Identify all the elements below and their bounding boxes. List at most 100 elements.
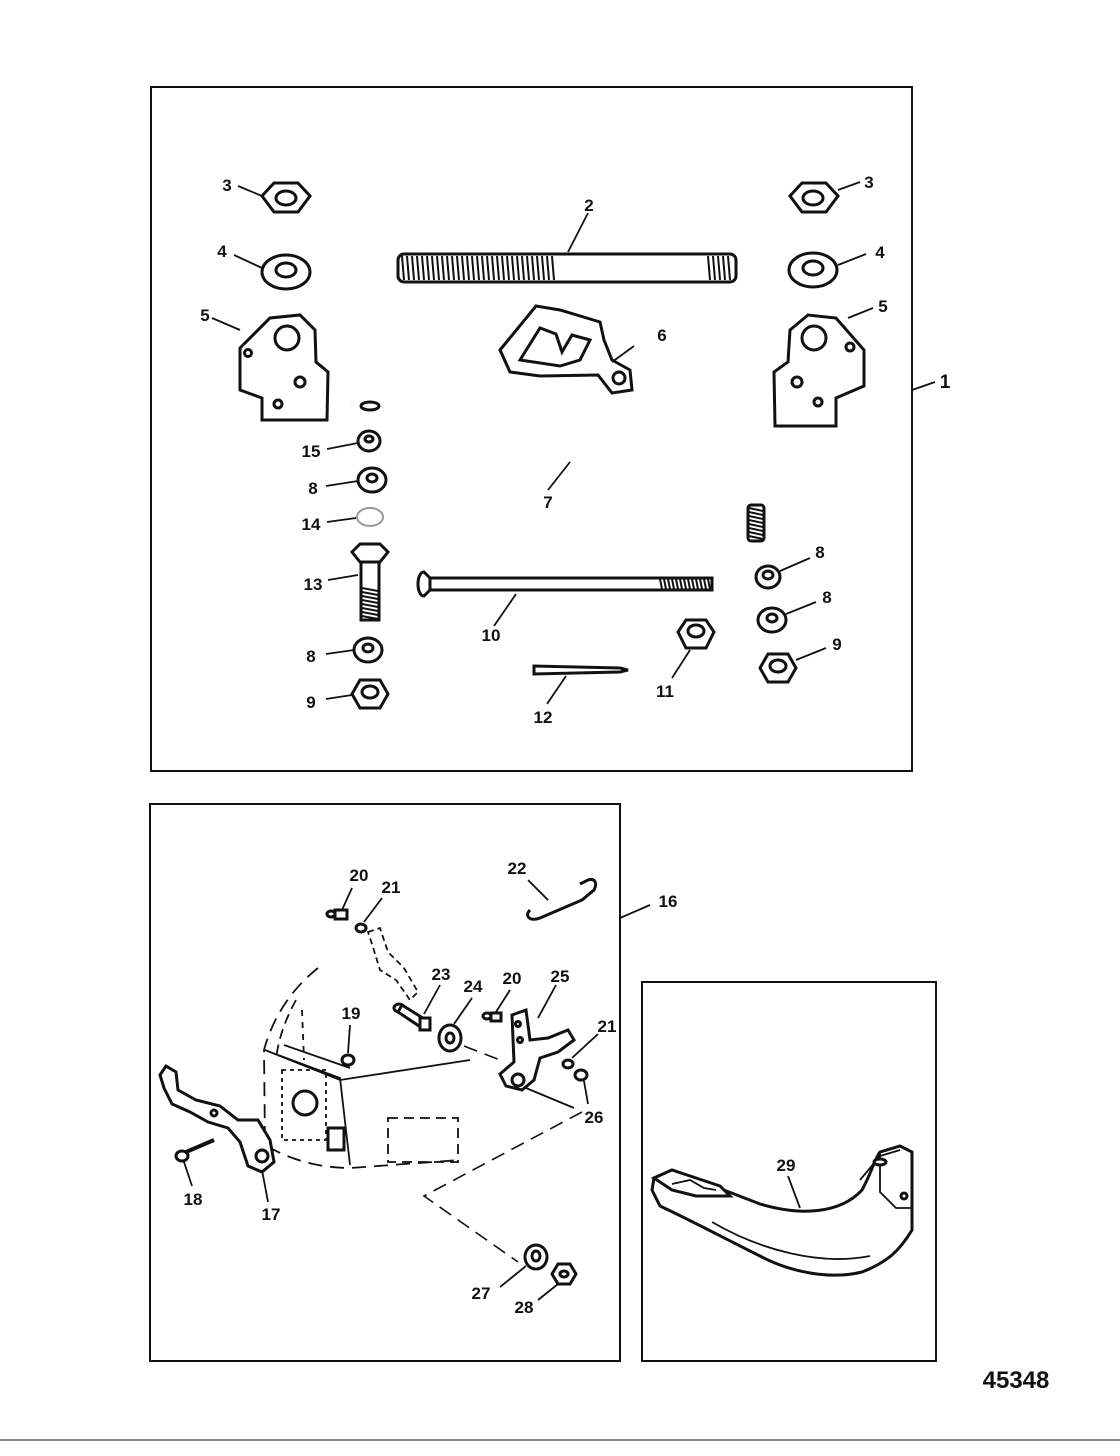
nut-8-upper-left [356,466,388,494]
leader-1 [911,381,936,391]
washer-4-right [787,251,839,289]
leader-29 [787,1175,801,1209]
hex-nut-3-right [788,181,840,214]
bracket-5-right [772,313,866,428]
leader-25 [537,984,557,1019]
nut-19 [340,1053,356,1067]
leader-20-upper [341,887,353,911]
callout-20-upper: 20 [350,866,369,885]
callout-6: 6 [657,326,666,345]
leader-3-left [237,185,263,197]
cam-plate-6 [498,304,634,395]
nut-8-right-lower [756,606,788,634]
callout-8-a: 8 [308,479,317,498]
callout-24: 24 [464,977,483,996]
leader-2 [567,212,589,253]
callout-4-left: 4 [217,242,227,261]
bushing-24 [437,1023,463,1053]
callout-8-d: 8 [822,588,831,607]
handle-29 [650,1144,914,1277]
nut-11 [676,618,716,650]
leader-22 [527,879,549,901]
washer-21-upper [354,922,368,934]
leader-21-upper [363,897,383,923]
callout-9-right: 9 [832,635,841,654]
leader-4-right [837,253,867,266]
leader-14 [326,517,357,523]
leader-5-right [847,307,874,319]
callout-20-middle: 20 [503,969,522,988]
callout-18: 18 [184,1190,203,1209]
leader-5-left [211,317,241,331]
callout-1: 1 [940,372,951,393]
clip-22 [526,878,598,921]
panel-1-frame [150,86,913,772]
leader-12 [546,675,567,705]
callout-7: 7 [543,493,552,512]
panel-16-frame [149,803,621,1362]
lock-nut-9-left [350,678,390,710]
leader-8-b [325,649,355,655]
callout-23: 23 [432,965,451,984]
leader-19 [347,1024,351,1054]
leader-17 [261,1169,269,1203]
callout-9-left: 9 [306,693,315,712]
callout-3-right: 3 [864,173,873,192]
leader-21-lower [571,1033,599,1059]
callout-8-b: 8 [306,647,315,666]
nut-8-right-upper [754,564,782,590]
callout-5-right: 5 [878,297,887,316]
bracket-17 [158,1063,276,1174]
callout-13: 13 [304,575,323,594]
screw-20-middle [481,1011,503,1023]
callout-16: 16 [659,892,678,911]
screw-20-upper [325,908,349,921]
callout-11: 11 [656,682,674,701]
bolt-13 [349,542,391,622]
lock-nut-9-right [758,652,798,684]
callout-27: 27 [472,1284,491,1303]
screw-18 [174,1138,215,1163]
callout-12: 12 [534,708,553,727]
threaded-rod-2 [396,252,738,284]
callout-21-lower: 21 [598,1017,617,1036]
callout-3-left: 3 [222,176,231,195]
leader-6 [611,345,635,363]
washer-27 [523,1243,549,1271]
bracket-5-left [238,313,330,422]
leader-15 [326,442,359,450]
stud-23 [392,1002,432,1032]
assembly-line-a [463,1045,501,1061]
nut-26 [573,1068,589,1082]
leader-23 [423,984,441,1015]
callout-5-left: 5 [200,306,209,325]
leader-26-a [525,1087,575,1109]
leader-8-d [785,601,817,615]
panel-29-frame [641,981,937,1362]
leader-16 [619,904,651,919]
callout-26: 26 [585,1108,604,1127]
leader-8-c [779,557,811,572]
callout-2: 2 [584,196,593,215]
leader-4-left [233,254,263,269]
washer-21-lower [561,1058,575,1070]
callout-15: 15 [302,442,321,461]
leader-18 [183,1161,193,1187]
leader-7 [547,461,571,491]
callout-28: 28 [515,1298,534,1317]
leader-11 [671,649,691,679]
nut-8-lower-left [352,636,384,664]
callout-4-right: 4 [875,243,885,262]
link-arm [366,926,420,1002]
callout-21-upper: 21 [382,878,401,897]
callout-25: 25 [551,967,570,986]
leader-27 [499,1265,527,1288]
carriage-bolt-10 [416,570,714,598]
hex-nut-3-left [260,181,312,214]
callout-14: 14 [302,515,321,534]
leader-9-right [795,647,827,661]
callout-19: 19 [342,1004,361,1023]
assembly-line-b [422,1111,583,1263]
